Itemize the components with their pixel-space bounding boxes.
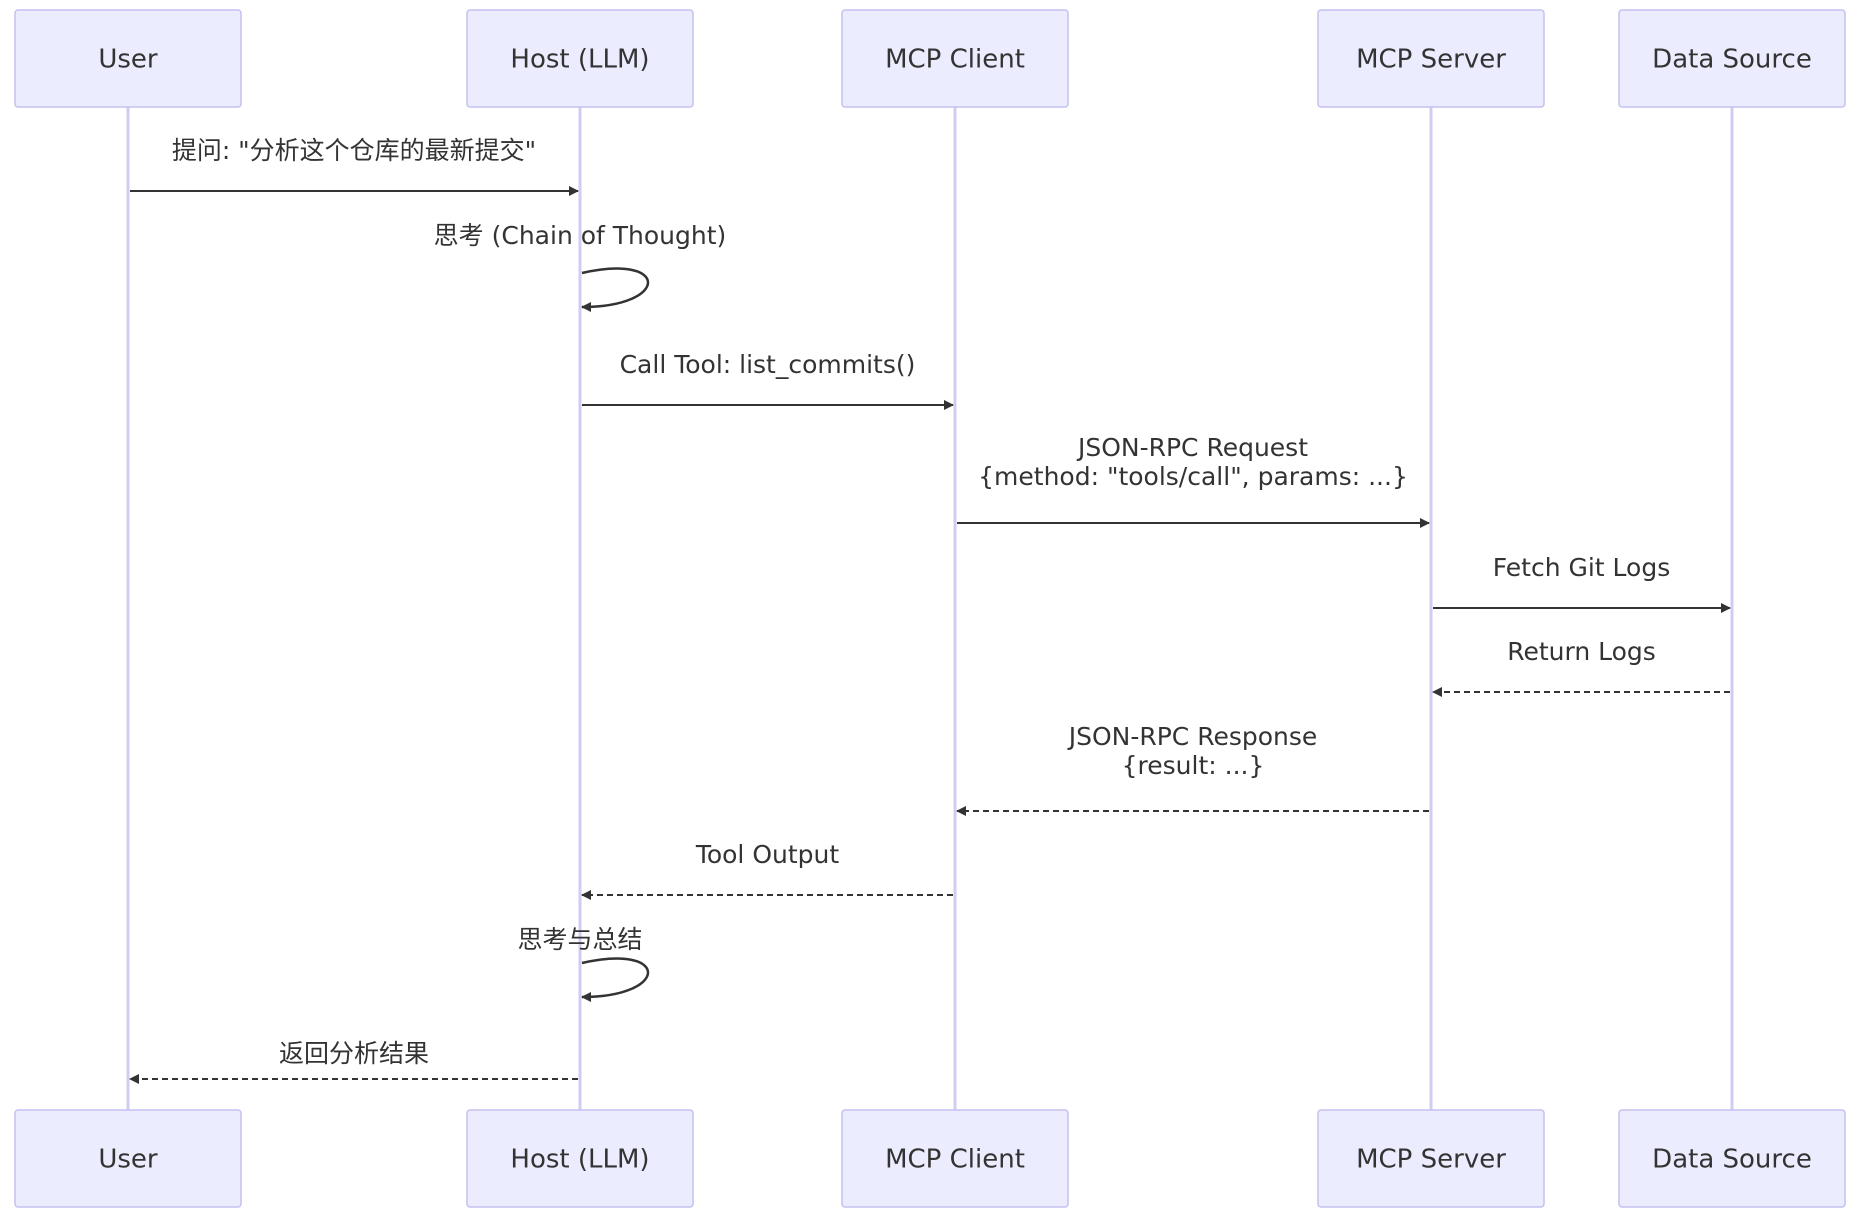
message-label: JSON-RPC Request (1076, 433, 1308, 462)
message-9: 思考与总结 (517, 925, 650, 1002)
message-4: JSON-RPC Request{method: "tools/call", p… (957, 433, 1430, 528)
actor-host-bottom: Host (LLM) (466, 1109, 694, 1208)
message-label: Return Logs (1507, 637, 1656, 666)
actor-label: Data Source (1652, 1145, 1812, 1175)
actor-box (841, 1109, 1069, 1208)
message-label: {method: "tools/call", params: ...} (978, 462, 1408, 491)
message-label: Call Tool: list_commits() (620, 350, 916, 379)
message-6: Return Logs (1432, 637, 1730, 697)
message-label: 思考 (Chain of Thought) (434, 221, 727, 250)
message-1: 提问: "分析这个仓库的最新提交" (130, 136, 579, 196)
actor-client-top: MCP Client (841, 9, 1069, 108)
actor-box (841, 9, 1069, 108)
actor-host-top: Host (LLM) (466, 9, 694, 108)
self-loop-arrow (581, 267, 650, 312)
actor-data-bottom: Data Source (1618, 1109, 1846, 1208)
actor-box (1618, 9, 1846, 108)
self-loop-arrow (581, 957, 650, 1002)
actor-box (466, 1109, 694, 1208)
actor-box (466, 9, 694, 108)
actor-label: User (98, 45, 158, 75)
message-label: {result: ...} (1122, 751, 1265, 780)
actor-label: Host (LLM) (510, 45, 649, 75)
actor-label: MCP Server (1356, 45, 1506, 75)
actor-server-bottom: MCP Server (1317, 1109, 1545, 1208)
message-label: Tool Output (695, 840, 840, 869)
actor-box (1317, 1109, 1545, 1208)
message-10: 返回分析结果 (129, 1039, 578, 1084)
message-3: Call Tool: list_commits() (582, 350, 954, 410)
actor-box (1317, 9, 1545, 108)
message-label: 返回分析结果 (279, 1039, 429, 1068)
actor-box (14, 9, 242, 108)
message-7: JSON-RPC Response{result: ...} (956, 722, 1429, 816)
actor-client-bottom: MCP Client (841, 1109, 1069, 1208)
actor-label: Host (LLM) (510, 1145, 649, 1175)
message-label: Fetch Git Logs (1493, 553, 1670, 582)
actor-user-top: User (14, 9, 242, 108)
actor-label: MCP Client (885, 1145, 1025, 1175)
actor-server-top: MCP Server (1317, 9, 1545, 108)
actor-label: MCP Client (885, 45, 1025, 75)
actor-user-bottom: User (14, 1109, 242, 1208)
actor-label: Data Source (1652, 45, 1812, 75)
message-label: 思考与总结 (517, 925, 642, 954)
message-label: JSON-RPC Response (1067, 722, 1318, 751)
message-5: Fetch Git Logs (1433, 553, 1731, 613)
actor-data-top: Data Source (1618, 9, 1846, 108)
message-8: Tool Output (581, 840, 953, 900)
message-2: 思考 (Chain of Thought) (434, 221, 727, 312)
actor-box (14, 1109, 242, 1208)
actor-label: User (98, 1145, 158, 1175)
message-label: 提问: "分析这个仓库的最新提交" (172, 136, 536, 165)
actor-box (1618, 1109, 1846, 1208)
actor-label: MCP Server (1356, 1145, 1506, 1175)
